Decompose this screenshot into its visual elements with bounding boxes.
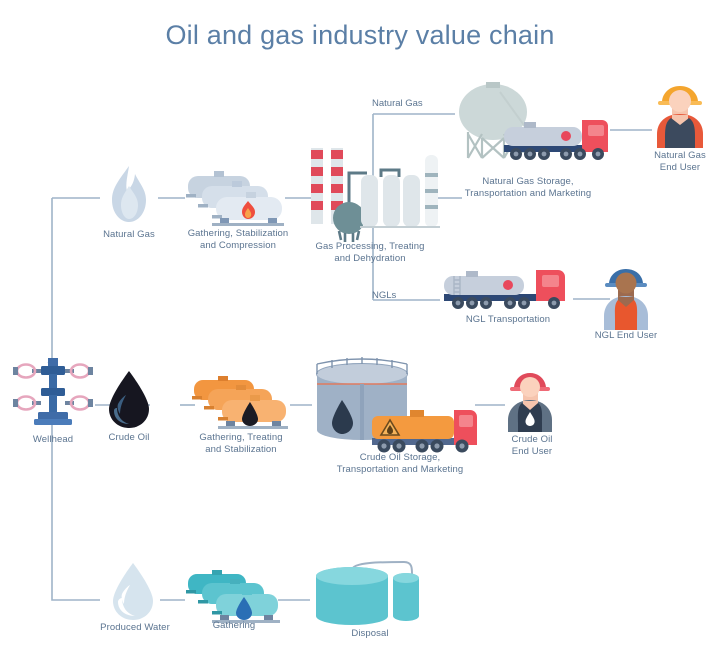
caption-crude-end-user: Crude Oil End User: [511, 434, 553, 457]
node-water-gathering[interactable]: [186, 570, 282, 626]
worker-orange-helmet-icon: [657, 86, 703, 148]
node-ngl-end-user[interactable]: [597, 266, 655, 330]
caption-produced-water: Produced Water: [100, 622, 170, 633]
node-produced-water[interactable]: [108, 562, 158, 622]
tanker-truck-icon: [444, 270, 565, 309]
water-drop-icon: [113, 563, 153, 620]
node-wellhead[interactable]: [8, 350, 98, 430]
gas-separator-tanks-icon: [186, 171, 284, 226]
node-crude-oil[interactable]: [105, 370, 153, 430]
node-crude-end-user[interactable]: [502, 370, 558, 432]
disposal-tanks-icon: [316, 560, 419, 625]
caption-gas-gathering: Gathering, Stabilization and Compression: [187, 228, 289, 251]
node-disposal[interactable]: [314, 558, 424, 638]
caption-natural-gas: Natural Gas: [103, 229, 155, 240]
node-gas-storage[interactable]: [446, 82, 611, 172]
storage-tank-truck-icon: [316, 357, 477, 453]
edge-label-natural-gas: Natural Gas: [372, 98, 423, 109]
caption-ngl-transport: NGL Transportation: [465, 314, 551, 325]
node-gas-gathering[interactable]: [186, 168, 286, 230]
caption-gas-processing: Gas Processing, Treating and Dehydration: [315, 241, 425, 264]
node-ngl-transport[interactable]: [442, 268, 574, 318]
teal-separator-tanks-icon: [186, 570, 280, 623]
node-gas-processing[interactable]: [305, 145, 440, 245]
page-title: Oil and gas industry value chain: [165, 20, 555, 50]
edge-label-ngls: NGLs: [372, 290, 397, 301]
caption-disposal: Disposal: [351, 628, 389, 639]
caption-wellhead: Wellhead: [32, 434, 74, 445]
caption-water-gathering: Gathering: [212, 620, 256, 631]
caption-crude-gathering: Gathering, Treating and Stabilization: [199, 432, 283, 455]
caption-crude-storage: Crude Oil Storage, Transportation and Ma…: [336, 452, 464, 475]
node-crude-gathering[interactable]: [192, 376, 292, 432]
flame-icon: [112, 166, 146, 222]
node-natural-gas[interactable]: [103, 164, 155, 226]
caption-gas-storage: Natural Gas Storage, Transportation and …: [464, 176, 592, 199]
worker-red-helmet-icon: [508, 373, 552, 432]
caption-ngl-end-user: NGL End User: [594, 330, 658, 341]
wellhead-icon: [13, 358, 93, 425]
orange-separator-tanks-icon: [192, 376, 288, 429]
caption-gas-end-user: Natural Gas End User: [654, 150, 706, 173]
caption-crude-oil: Crude Oil: [108, 432, 150, 443]
gas-plant-icon: [311, 148, 440, 242]
oil-drop-icon: [109, 371, 149, 428]
node-crude-storage[interactable]: [310, 357, 478, 458]
worker-blue-helmet-icon: [604, 269, 648, 330]
sphere-tank-truck-icon: [459, 82, 608, 160]
node-gas-end-user[interactable]: [650, 82, 710, 148]
